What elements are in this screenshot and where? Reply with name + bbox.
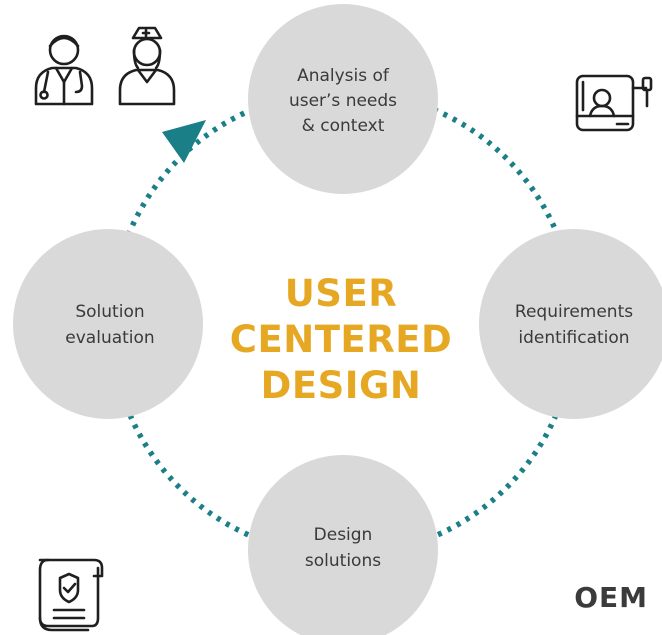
node-design-line2: solutions [305, 551, 381, 571]
center-title-line1: USER [285, 272, 397, 315]
node-design-line1: Design [314, 525, 373, 545]
node-evaluation-line2: evaluation [65, 328, 154, 348]
cycle-arrow-icon [162, 120, 206, 163]
certificate-scroll-icon [38, 558, 104, 632]
node-analysis-line1: Analysis of [297, 66, 390, 86]
node-evaluation-circle [13, 229, 203, 419]
patient-bed-icon [575, 74, 653, 132]
node-analysis-circle [248, 4, 438, 194]
node-requirements: Requirements identification [479, 229, 662, 419]
node-analysis: Analysis of user’s needs & context [248, 4, 438, 194]
center-title-line2: CENTERED [230, 318, 452, 361]
node-requirements-line1: Requirements [515, 302, 633, 322]
nurse-icon [118, 26, 176, 106]
node-design-circle [248, 455, 438, 635]
node-design: Design solutions [248, 455, 438, 635]
node-evaluation: Solution evaluation [13, 229, 203, 419]
node-analysis-line3: & context [302, 116, 385, 136]
center-title-line3: DESIGN [261, 364, 422, 407]
node-analysis-line2: user’s needs [289, 91, 397, 111]
node-requirements-line2: identification [518, 328, 629, 348]
node-requirements-circle [479, 229, 662, 419]
node-evaluation-line1: Solution [75, 302, 144, 322]
doctor-icon [34, 34, 94, 106]
brand-logo: OEM [574, 581, 648, 614]
center-title: USER CENTERED DESIGN [230, 272, 452, 407]
